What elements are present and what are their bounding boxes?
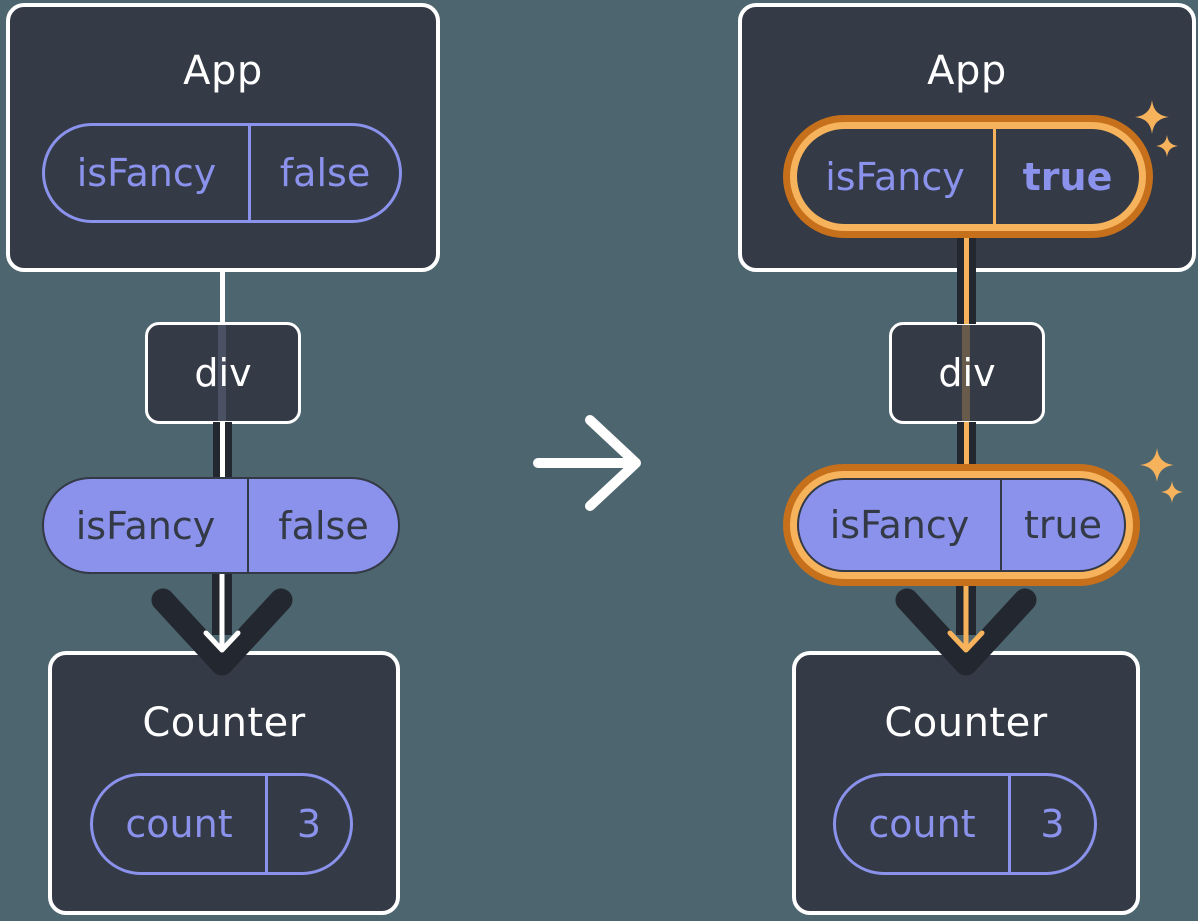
app-state-pill: isFancy true — [797, 129, 1139, 224]
counter-title: Counter — [142, 700, 306, 746]
sparkle-icon — [1140, 448, 1174, 482]
prop-pill: isFancy false — [42, 477, 400, 574]
prop-line-core — [220, 422, 225, 478]
app-state-pill: isFancy false — [42, 123, 402, 223]
sparkle-icon — [1156, 135, 1178, 157]
state-pill-value: 3 — [1040, 802, 1065, 846]
state-pill-value: false — [279, 151, 371, 195]
prop-pill-value: true — [1024, 503, 1102, 547]
state-pill-name: count — [836, 776, 1011, 872]
prop-pill-name: isFancy — [44, 479, 249, 572]
div-label: div — [194, 351, 252, 395]
prop-line — [220, 268, 225, 324]
pass-through-line — [218, 325, 226, 421]
prop-line-core — [964, 228, 969, 324]
sparkle-icon — [1135, 100, 1169, 134]
div-node: div — [889, 322, 1045, 424]
app-title: App — [927, 48, 1007, 94]
prop-arrow-down-icon — [151, 570, 293, 676]
state-pill-name: isFancy — [797, 129, 996, 224]
counter-title: Counter — [884, 700, 1048, 746]
prop-pill: isFancy true — [797, 478, 1126, 572]
transition-right-arrow-icon — [533, 415, 641, 511]
counter-state-pill: count 3 — [90, 773, 353, 875]
pass-through-line — [962, 325, 970, 421]
sparkle-icon — [1161, 481, 1183, 503]
div-label: div — [938, 351, 996, 395]
counter-state-pill: count 3 — [833, 773, 1097, 875]
prop-line-core — [964, 422, 969, 480]
state-pill-value: true — [1022, 154, 1113, 199]
app-state-pill-highlight: isFancy true — [783, 115, 1153, 238]
state-pill-name: count — [93, 776, 268, 872]
prop-pill-highlight: isFancy true — [783, 464, 1140, 586]
prop-pill-name: isFancy — [799, 480, 1002, 570]
app-title: App — [183, 48, 263, 94]
div-node: div — [145, 322, 301, 424]
prop-pill-value: false — [278, 503, 369, 548]
state-pill-name: isFancy — [45, 126, 251, 220]
state-pill-value: 3 — [296, 802, 322, 846]
